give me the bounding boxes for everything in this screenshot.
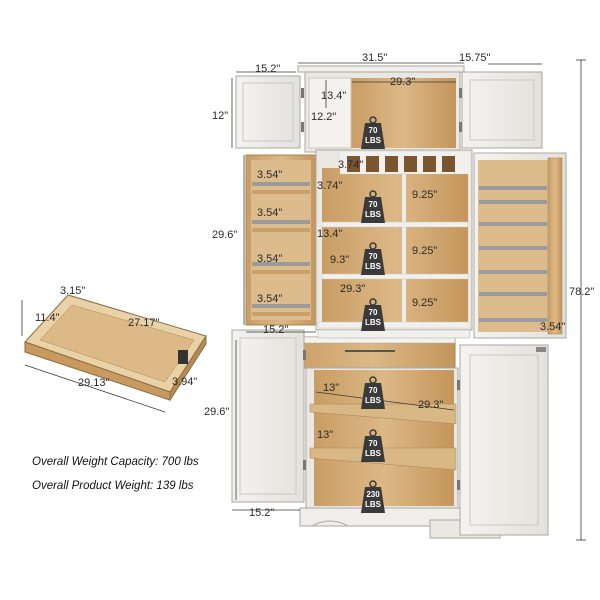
weight-badge-handle (369, 116, 377, 124)
weight-unit: LBS (365, 449, 381, 458)
right-door-rack (479, 246, 547, 250)
label-middle-depth: 15.2" (263, 324, 289, 336)
weight-badge-handle (369, 376, 377, 384)
label-bottom-height: 29.6" (204, 406, 230, 418)
label-drawer-height: 3.15" (60, 285, 86, 297)
top-section (235, 65, 543, 153)
label-mid-compartment-2: 9.25" (412, 245, 438, 257)
label-mid-depth: 13.4" (317, 228, 343, 240)
weight-badge (361, 197, 385, 223)
label-total-height: 78.2" (569, 286, 595, 298)
middle-section (245, 149, 567, 339)
weight-unit: LBS (365, 262, 381, 271)
right-door-rack (479, 222, 547, 226)
label-top-door-height: 12" (212, 110, 229, 122)
label-top-inner-width: 29.3" (390, 76, 416, 88)
label-bottom-depth: 15.2" (249, 507, 275, 519)
left-door-shelf (252, 270, 310, 274)
right-door-rack (479, 270, 547, 274)
middle-interior (322, 168, 468, 326)
label-mid-inner-width: 29.3" (340, 283, 366, 295)
label-middle-height: 29.6" (212, 229, 238, 241)
weight-badge-handle (369, 480, 377, 488)
weight-value: 230 (366, 490, 380, 499)
bottom-interior (314, 370, 454, 506)
weight-badge (361, 487, 385, 513)
door-racks (252, 182, 547, 322)
bottom-section (231, 329, 549, 539)
weight-badge-handle (369, 298, 377, 306)
right-door-rack (479, 318, 547, 322)
label-door-rack-right: 3.54" (540, 321, 566, 333)
note-weight-capacity: Overall Weight Capacity: 700 lbs (32, 456, 199, 468)
left-door-rack (252, 304, 310, 308)
label-wine-slot-width: 3.74" (338, 159, 364, 171)
label-top-width: 31.5" (362, 52, 388, 64)
weight-badge (361, 123, 385, 149)
right-door-rack (479, 292, 547, 296)
weight-badge (361, 436, 385, 462)
label-top-depth-right: 15.75" (459, 52, 491, 64)
top-left-door (235, 75, 301, 149)
note-product-weight: Overall Product Weight: 139 lbs (32, 480, 194, 492)
bottom-right-door (459, 344, 549, 536)
label-bottom-shelf-depth-2: 13" (317, 429, 334, 441)
weight-badge-handle (369, 242, 377, 250)
label-top-shelf-depth: 12.2" (311, 111, 337, 123)
label-top-depth-left: 15.2" (255, 63, 281, 75)
label-mid-compartment-3: 9.25" (412, 297, 438, 309)
weight-unit: LBS (365, 210, 381, 219)
weight-badge (361, 249, 385, 275)
weight-value: 70 (368, 386, 378, 395)
weight-value: 70 (368, 126, 378, 135)
label-drawer-side-height: 3.94" (172, 376, 198, 388)
label-bottom-shelf-depth-1: 13" (323, 382, 340, 394)
weight-unit: LBS (365, 136, 381, 145)
label-door-rack-1: 3.54" (257, 169, 283, 181)
weight-badge-handle (369, 429, 377, 437)
weight-badge (361, 383, 385, 409)
label-door-rack-2: 3.54" (257, 207, 283, 219)
wine-rack (340, 152, 470, 174)
weight-value: 70 (368, 200, 378, 209)
left-door-rack (252, 182, 310, 186)
weight-badges (361, 116, 385, 513)
label-drawer-width: 29.13" (78, 377, 110, 389)
label-door-rack-4: 3.54" (257, 293, 283, 305)
left-door-shelf (252, 228, 310, 232)
top-left-panel (308, 77, 352, 149)
right-door-rack (479, 200, 547, 204)
label-wine-slot-height: 3.74" (317, 180, 343, 192)
label-top-inner-height: 13.4" (321, 90, 347, 102)
label-mid-left-height: 9.3" (330, 254, 350, 266)
drawer-detail (24, 294, 207, 402)
label-mid-compartment-1: 9.25" (412, 189, 438, 201)
right-door-rack (479, 186, 547, 190)
left-door-shelf (252, 312, 310, 316)
cabinet-drawer (286, 329, 471, 369)
weight-value: 70 (368, 439, 378, 448)
weight-unit: LBS (365, 396, 381, 405)
label-door-rack-3: 3.54" (257, 253, 283, 265)
bottom-left-door (231, 329, 305, 503)
top-right-door (461, 71, 543, 149)
weight-value: 70 (368, 308, 378, 317)
weight-badge-handle (369, 190, 377, 198)
weight-badge (361, 305, 385, 331)
left-door-rack (252, 262, 310, 266)
weight-value: 70 (368, 252, 378, 261)
weight-unit: LBS (365, 318, 381, 327)
label-drawer-inner-depth: 11.4" (35, 312, 60, 324)
weight-unit: LBS (365, 500, 381, 509)
left-door-shelf (252, 190, 310, 194)
dimension-lines (21, 59, 586, 541)
label-drawer-inner-width: 27.17" (128, 317, 160, 329)
left-door-rack (252, 220, 310, 224)
label-bottom-shelf-width: 29.3" (418, 399, 444, 411)
